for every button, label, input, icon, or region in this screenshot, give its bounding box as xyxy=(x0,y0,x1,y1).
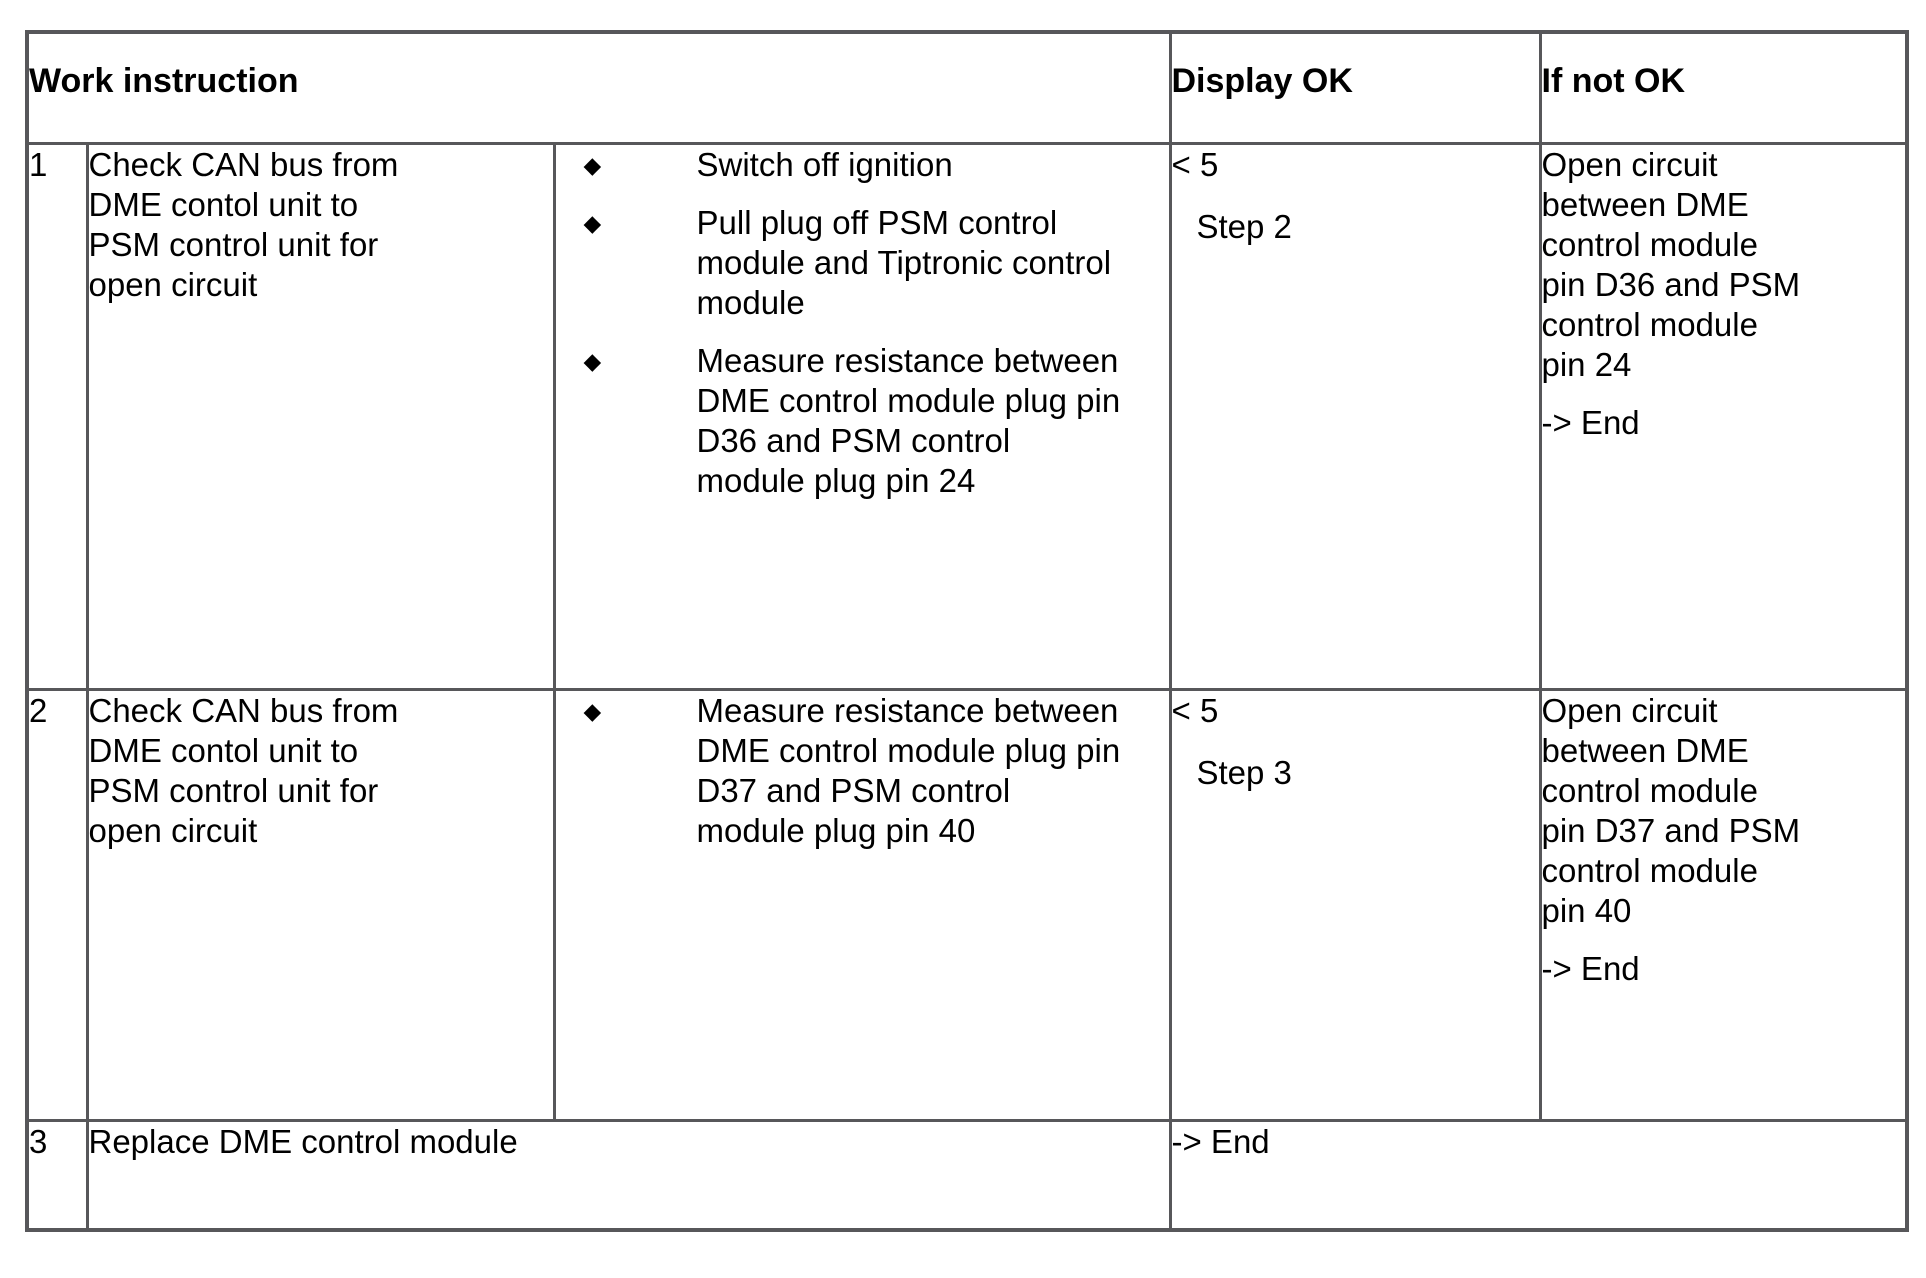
diamond-bullet-icon: ◆ xyxy=(583,209,602,236)
procedure-step-text: Switch off ignition xyxy=(696,145,953,183)
diamond-bullet-icon: ◆ xyxy=(583,697,602,724)
work-description-cell: Check CAN bus from DME contol unit to PS… xyxy=(85,141,556,691)
display-ok-cell: -> End xyxy=(1168,1118,1909,1232)
table-row-step-3: 3 Replace DME control module -> End xyxy=(25,1118,1909,1232)
end-action: -> End xyxy=(1541,949,1640,987)
procedure-step-text: Pull plug off PSM control module and Tip… xyxy=(696,203,1112,321)
procedure-step-text: Measure resistance between DME control m… xyxy=(696,691,1121,849)
display-ok-cell: < 5 Step 2 xyxy=(1168,141,1542,691)
end-action: -> End xyxy=(1171,1122,1270,1160)
display-ok-cell: < 5 Step 3 xyxy=(1168,687,1542,1122)
work-description: Replace DME control module xyxy=(88,1122,518,1160)
work-description-cell: Check CAN bus from DME contol unit to PS… xyxy=(85,687,556,1122)
list-item: ◆ Pull plug off PSM control module and T… xyxy=(557,203,1167,323)
work-description-cell: Replace DME control module xyxy=(85,1118,1172,1232)
diamond-bullet-icon: ◆ xyxy=(583,151,602,178)
table-row-step-1: 1 Check CAN bus from DME contol unit to … xyxy=(25,141,1909,691)
header-work-instruction: Work instruction xyxy=(25,30,1172,145)
step-number: 2 xyxy=(25,687,89,1122)
diamond-bullet-icon: ◆ xyxy=(583,347,602,374)
work-instruction-table: Work instruction Display OK If not OK 1 … xyxy=(25,30,1909,1232)
if-not-ok-cell: Open circuit between DME control module … xyxy=(1538,141,1909,691)
display-ok-value: < 5 xyxy=(1171,145,1219,183)
fault-description: Open circuit between DME control module … xyxy=(1541,691,1801,929)
end-action: -> End xyxy=(1541,403,1640,441)
if-not-ok-cell: Open circuit between DME control module … xyxy=(1538,687,1909,1122)
display-ok-value: < 5 xyxy=(1171,691,1219,729)
list-item: ◆ Measure resistance between DME control… xyxy=(557,341,1167,501)
work-description: Check CAN bus from DME contol unit to PS… xyxy=(88,691,399,849)
header-display-ok: Display OK xyxy=(1168,30,1542,145)
work-description: Check CAN bus from DME contol unit to PS… xyxy=(88,145,399,303)
procedure-step-text: Measure resistance between DME control m… xyxy=(696,341,1121,499)
table-row-step-2: 2 Check CAN bus from DME contol unit to … xyxy=(25,687,1909,1122)
header-if-not-ok: If not OK xyxy=(1538,30,1909,145)
next-step-reference: Step 3 xyxy=(1196,753,1292,791)
list-item: ◆ Measure resistance between DME control… xyxy=(557,691,1167,851)
step-number: 1 xyxy=(25,141,89,691)
fault-description: Open circuit between DME control module … xyxy=(1541,145,1801,383)
procedure-steps-cell: ◆ Switch off ignition ◆ Pull plug off PS… xyxy=(552,141,1172,691)
table-header-row: Work instruction Display OK If not OK xyxy=(25,30,1909,145)
next-step-reference: Step 2 xyxy=(1196,207,1292,245)
procedure-steps-cell: ◆ Measure resistance between DME control… xyxy=(552,687,1172,1122)
list-item: ◆ Switch off ignition xyxy=(557,145,1167,185)
step-number: 3 xyxy=(25,1118,89,1232)
